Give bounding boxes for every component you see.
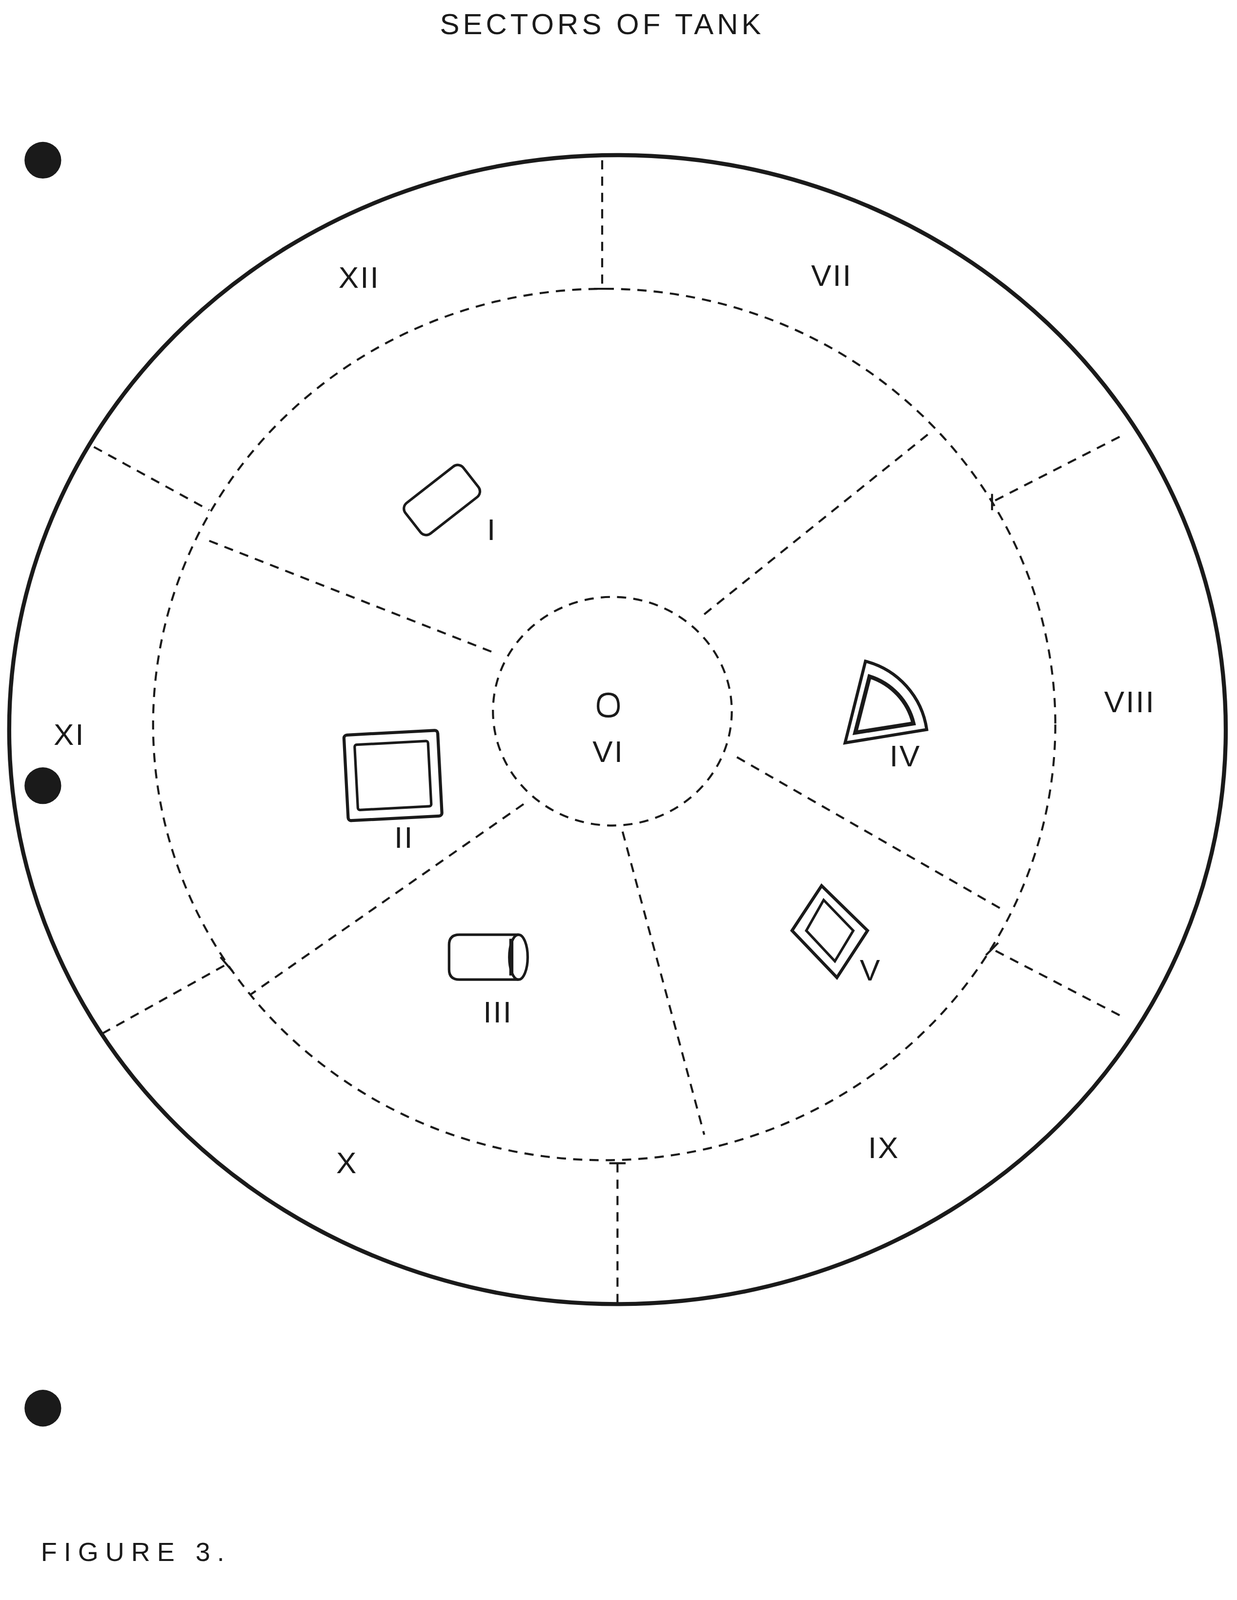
sector-number: XI: [53, 719, 86, 751]
figure-title: SECTORS OF TANK: [439, 9, 765, 40]
sector-boundaries: [93, 160, 1120, 1307]
object-number: II: [394, 822, 414, 853]
sector-number: VII: [811, 260, 853, 291]
object-number: IV: [889, 741, 922, 772]
sector-number: VIII: [1104, 687, 1156, 718]
object-number: I: [486, 514, 497, 546]
tank-wall: [9, 155, 1226, 1305]
boundary-ticks: [220, 288, 999, 1164]
object-number: V: [859, 955, 882, 986]
sector-number: IX: [868, 1133, 900, 1164]
figure-caption: FIGURE 3.: [40, 1539, 232, 1566]
object-number: III: [483, 997, 513, 1028]
sector-number: X: [336, 1148, 358, 1179]
punch-holes: [24, 141, 61, 1428]
sector-number: XII: [338, 262, 381, 293]
sector-number: VI: [592, 736, 625, 768]
tank-objects: [344, 462, 928, 980]
